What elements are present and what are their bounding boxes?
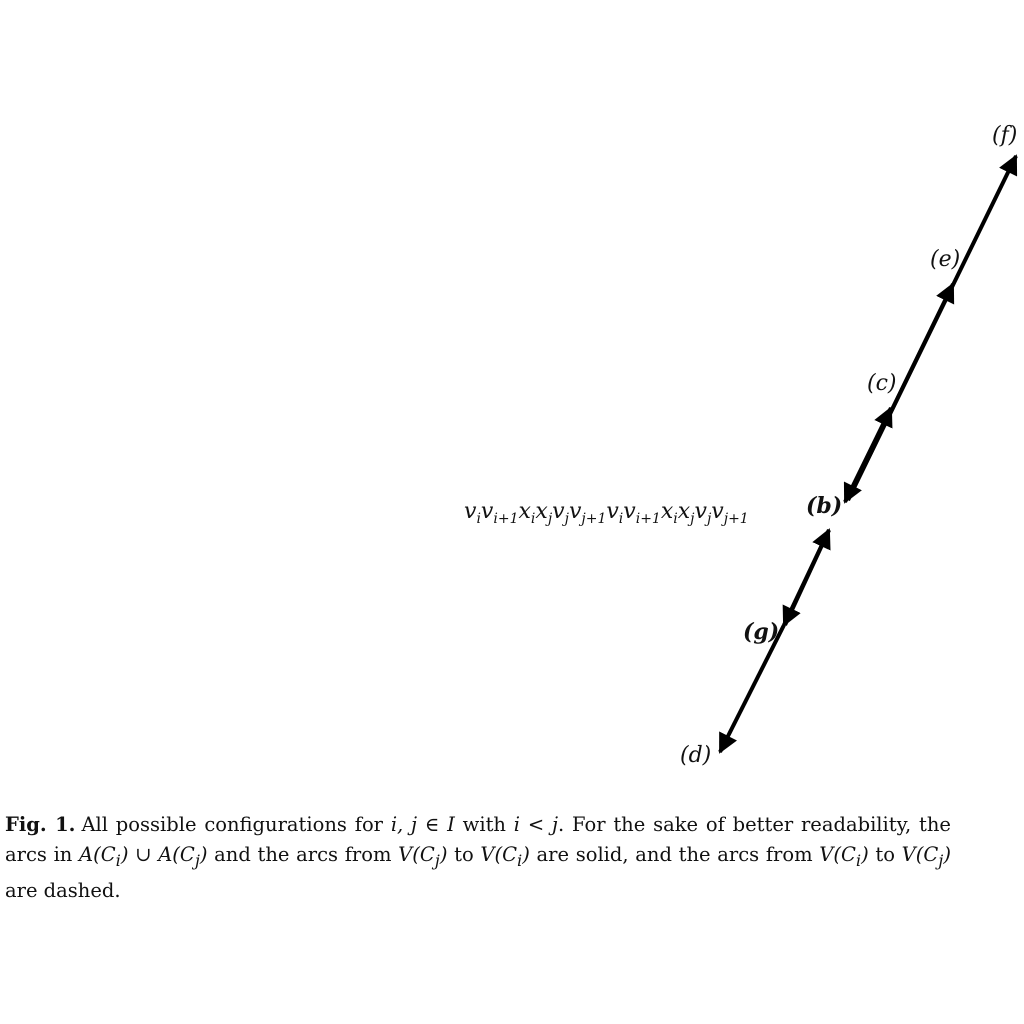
caption-math: ): [439, 843, 448, 866]
caption-subscript: j: [434, 850, 440, 870]
caption-math: ): [199, 843, 208, 866]
caption-math: ): [943, 843, 951, 866]
caption-subscript: j: [194, 850, 200, 870]
vertex-subscript: j+1: [721, 511, 749, 527]
figure-number: Fig. 1.: [5, 813, 76, 836]
vertex-subscript: j: [704, 511, 712, 527]
figure-caption: Fig. 1.All possible configurations for i…: [5, 810, 951, 906]
vertex-subscript: i+1: [493, 511, 518, 527]
caption-math: ): [861, 843, 869, 866]
caption-text-run: are dashed.: [5, 878, 121, 902]
vertex-symbol: v: [569, 499, 582, 524]
configuration-figure: vivi+1xixjvjvj+1vivi+1xixjvjvj+1 (f) (e)…: [464, 123, 1018, 768]
panel-label-e: (e): [930, 247, 960, 272]
caption-math: ): [522, 843, 530, 866]
panel-label-f: (f): [992, 123, 1017, 148]
vertex-symbol: x: [535, 499, 548, 524]
vertex-symbol: v: [552, 499, 565, 524]
caption-text-run: . For the sake of better readability, th…: [5, 813, 951, 866]
vertex-subscript: i+1: [636, 511, 661, 527]
caption-text-run: to: [447, 843, 481, 866]
vertex-sequence-label: vivi+1xixjvjvj+1vivi+1xixjvjvj+1: [464, 499, 749, 527]
vertex-subscript: j+1: [578, 511, 606, 527]
caption-text-run: and the arcs from: [207, 843, 399, 866]
caption-text-run: with: [454, 813, 514, 836]
panel-label-b: (b): [806, 493, 842, 519]
panel-label-c: (c): [867, 371, 897, 396]
caption-math: V(C: [480, 843, 518, 866]
vertex-symbol: x: [518, 499, 531, 524]
caption-math: V(C: [819, 843, 856, 866]
caption-math: i < j: [513, 813, 559, 836]
caption-text-run: are solid, and the arcs from: [529, 843, 820, 866]
panel-label-d: (d): [680, 743, 711, 768]
arc-g-to-d: [718, 624, 786, 754]
vertex-symbol: v: [464, 499, 477, 524]
vertex-symbol: x: [661, 499, 674, 524]
vertex-symbol: x: [678, 499, 691, 524]
caption-subscript: j: [938, 850, 944, 870]
vertex-subscript: i: [673, 511, 677, 527]
vertex-symbol: v: [481, 499, 494, 524]
caption-math: i, j ∈ I: [390, 813, 455, 836]
vertex-subscript: i: [531, 511, 535, 527]
vertex-subscript: i: [619, 511, 623, 527]
caption-math: ) ∪ A(C: [120, 843, 195, 866]
arc-group: [718, 154, 1018, 754]
vertex-subscript: j: [545, 511, 553, 527]
caption-math: V(C: [901, 843, 939, 866]
caption-subscript: i: [855, 850, 862, 870]
vertex-symbol: v: [695, 499, 708, 524]
caption-math: V(C: [398, 843, 435, 866]
arc-b-to-g: [782, 529, 831, 627]
panel-label-g: (g): [743, 619, 779, 645]
vertex-symbol: v: [623, 499, 636, 524]
vertex-subscript: i: [476, 511, 480, 527]
caption-text: All possible configurations for i, j ∈ I…: [5, 813, 951, 902]
caption-text-run: All possible configurations for: [81, 813, 391, 836]
vertex-symbol: v: [606, 499, 619, 524]
arc-c-to-b: [843, 407, 893, 504]
caption-subscript: i: [115, 850, 121, 870]
caption-text-run: to: [868, 843, 902, 866]
caption-math: A(C: [79, 843, 116, 866]
vertex-symbol: v: [711, 499, 724, 524]
caption-subscript: i: [517, 850, 523, 870]
vertex-subscript: j: [562, 511, 570, 527]
vertex-subscript: j: [687, 511, 695, 527]
